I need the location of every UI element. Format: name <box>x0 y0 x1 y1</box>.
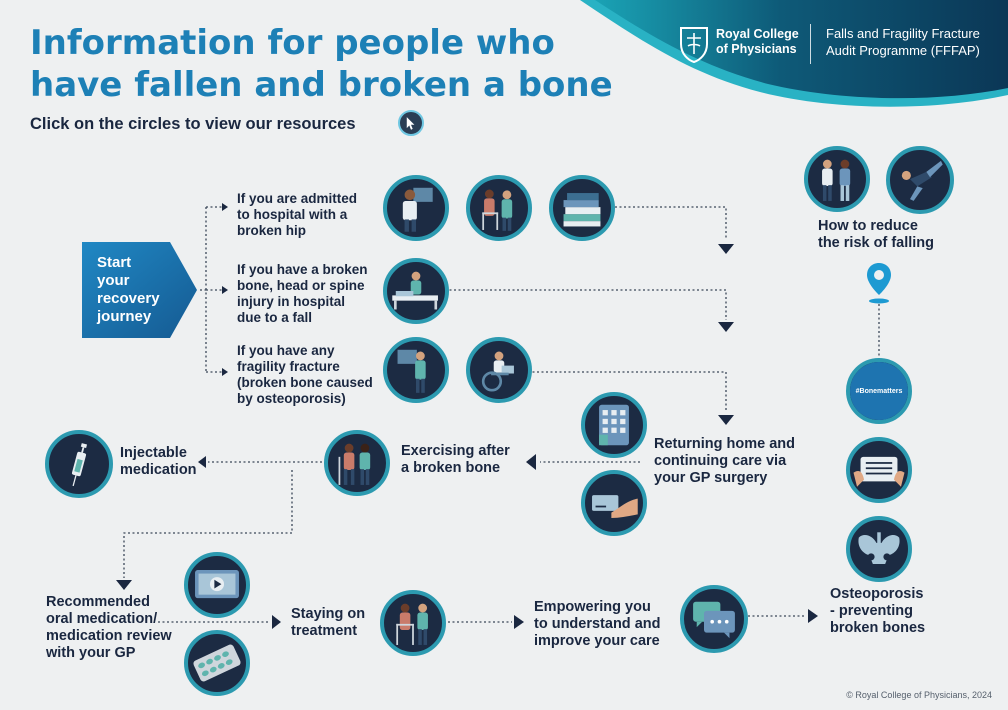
start-journey-button[interactable]: Start your recovery journey <box>82 242 197 338</box>
step-injury-label: If you have a broken bone, head or spine… <box>237 262 368 325</box>
cursor-click-icon <box>398 110 424 136</box>
copyright-text: © Royal College of Physicians, 2024 <box>846 690 992 700</box>
physio-exercise-icon[interactable] <box>324 430 390 496</box>
step-osteoporosis-label: Osteoporosis - preventing broken bones <box>830 586 926 636</box>
pelvis-bone-icon[interactable] <box>846 516 912 582</box>
walking-frame-icon[interactable] <box>380 590 446 656</box>
hashtag-bonematters-icon[interactable]: #Bonematters <box>846 358 912 424</box>
wheelchair-laptop-icon[interactable] <box>466 337 532 403</box>
step-empowering-label: Empowering you to understand and improve… <box>534 599 661 649</box>
step-reduce-risk-label: How to reduce the risk of falling <box>818 218 935 251</box>
start-label: Start your recovery journey <box>97 254 160 325</box>
step-oral-label: Recommended oral medication/ medication … <box>46 594 172 661</box>
tablet-hands-icon[interactable] <box>846 437 912 503</box>
medicine-calendar-icon[interactable] <box>581 392 647 458</box>
video-play-icon[interactable] <box>184 552 250 618</box>
rcp-name: Royal College of Physicians <box>716 27 799 56</box>
step-returning-label: Returning home and continuing care via y… <box>654 436 795 486</box>
step-staying-label: Staying on treatment <box>291 606 366 639</box>
doctor-xray-icon[interactable] <box>383 175 449 241</box>
people-standing-icon[interactable] <box>804 146 870 212</box>
rcp-crest-icon <box>680 27 708 64</box>
location-pin-icon <box>867 263 891 304</box>
pill-pack-icon[interactable] <box>184 630 250 696</box>
syringe-icon[interactable] <box>45 430 113 498</box>
header-banner <box>580 0 1008 107</box>
hospital-bed-icon[interactable] <box>383 258 449 324</box>
step-fragility-label: If you have any fragility fracture (brok… <box>237 343 373 406</box>
fffap-name: Falls and Fragility Fracture Audit Progr… <box>826 26 980 58</box>
hashtag-text: #Bonematters <box>855 388 903 395</box>
step-hip-label: If you are admitted to hospital with a b… <box>237 191 358 238</box>
page-title: Information for people who have fallen a… <box>30 23 613 105</box>
books-icon[interactable] <box>549 175 615 241</box>
patient-walker-icon[interactable] <box>466 175 532 241</box>
hand-card-icon[interactable] <box>581 470 647 536</box>
person-falling-icon[interactable] <box>886 146 954 214</box>
xray-doctor-icon[interactable] <box>383 337 449 403</box>
page-subtitle: Click on the circles to view our resourc… <box>30 115 356 133</box>
step-injectable-label: Injectable medication <box>120 445 197 478</box>
logo-divider <box>810 24 811 64</box>
chat-bubbles-icon[interactable] <box>680 585 748 653</box>
step-exercising-label: Exercising after a broken bone <box>401 443 510 476</box>
